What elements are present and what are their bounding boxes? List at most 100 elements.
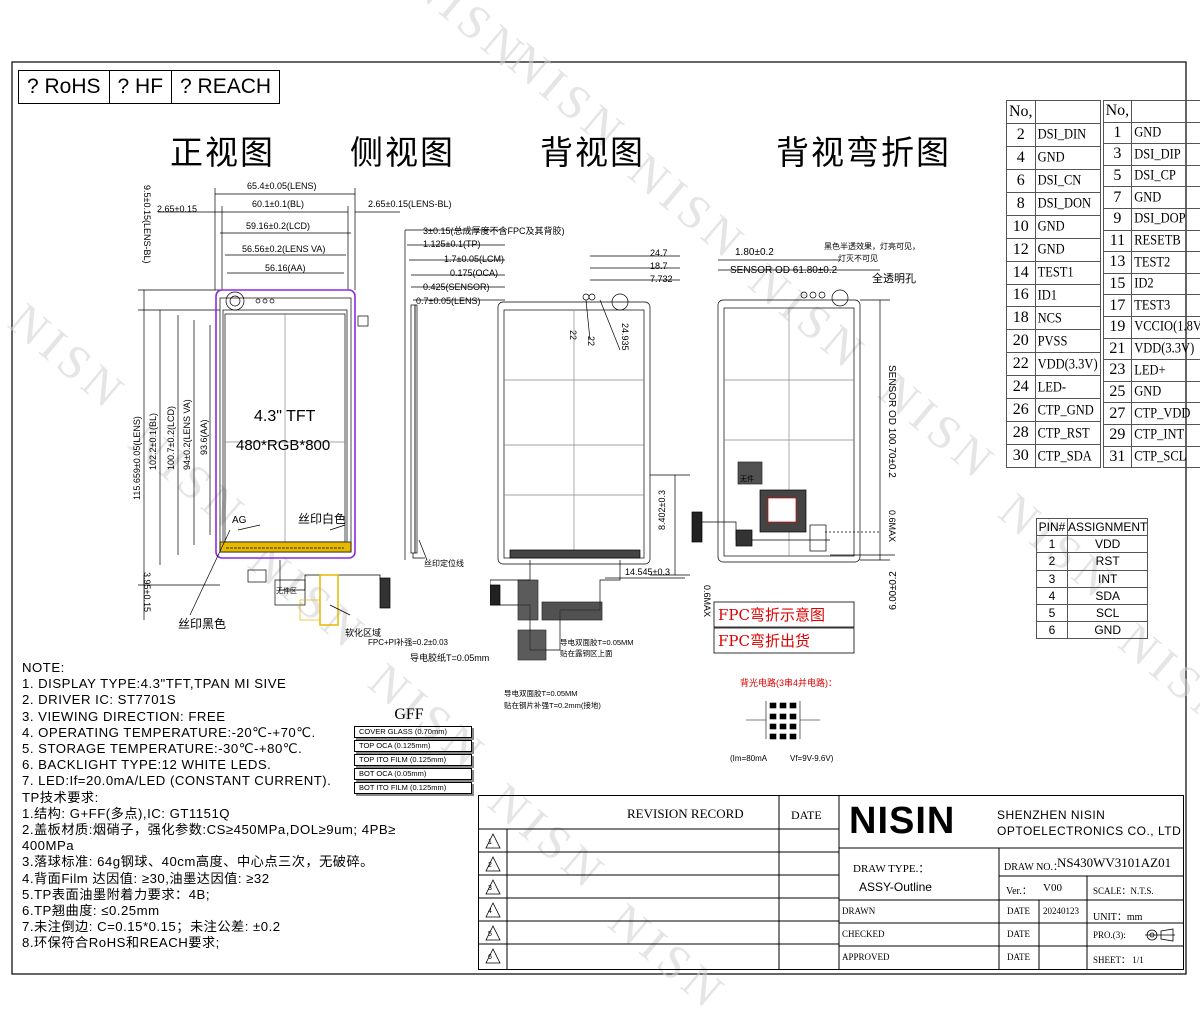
dim-lens-width: 65.4±0.05(LENS) [247, 181, 317, 191]
conductive-tape-label: 导电胶纸T=0.05mm [410, 653, 490, 663]
draw-type-value: ASSY-Outline [859, 880, 932, 894]
dim-back-24-935: 24.935 [620, 323, 630, 351]
revision-mark-4: 4 [488, 908, 492, 915]
draw-no-label: DRAW NO.： [1004, 862, 1064, 873]
pin-number: 12 [1006, 237, 1036, 262]
dim-back-7-732: 7.732 [650, 274, 673, 284]
dim-aa-height: 93.6(AA) [199, 419, 209, 455]
pin-number: 6 [1006, 168, 1036, 193]
bend-dim-top: 1.80±0.2 [735, 247, 774, 258]
dim-back-22-a: 22 [568, 330, 578, 341]
conductive-bottom-note: 贴在钢片补强T=0.2mm(接地) [504, 701, 601, 710]
pin-signal: VDD(3.3V) [1034, 350, 1101, 379]
back-bend-view-title: 背视弯折图 [776, 133, 951, 172]
assignment-signal: SDA [1066, 586, 1149, 605]
dim-lcd-width: 59.16±0.2(LCD) [246, 221, 310, 231]
pin-number: 28 [1006, 421, 1036, 446]
drawn-date-value: 20240123 [1043, 906, 1079, 916]
back-view-title: 背视图 [540, 133, 645, 172]
notes-section: NOTE:1. DISPLAY TYPE:4.3"TFT,TPAN MI SIV… [22, 660, 396, 952]
fpc-red-boxes [713, 601, 855, 654]
note-line: 4. OPERATING TEMPERATURE:-20℃-+70℃. [22, 724, 316, 740]
dim-bottom-margin: 3.95±0.15 [142, 572, 152, 612]
assignment-signal: INT [1066, 569, 1149, 588]
assignment-header: PIN#ASSIGNMENT [1036, 517, 1149, 537]
dim-back-24-7: 24.7 [650, 248, 668, 258]
backlight-circuit-label: 背光电路(3串4并电路)： [740, 678, 838, 688]
revision-date-header: DATE [791, 808, 822, 822]
dim-back-0-6max: 0.6MAX [702, 585, 712, 618]
assignment-pin: 6 [1036, 621, 1068, 640]
pin-number: 14 [1006, 260, 1036, 285]
approved-label: APPROVED [842, 952, 890, 962]
silk-black-label: 丝印黑色 [178, 617, 227, 631]
pin-number: 8 [1006, 191, 1036, 216]
company-name-line-1: SHENZHEN NISIN [997, 808, 1106, 822]
dim-left-margin: 2.65±0.15 [157, 204, 197, 214]
dim-right-margin: 2.65±0.15(LENS-BL) [368, 199, 452, 209]
dim-top-margin: 9.5±0.15(LENS-BL) [142, 185, 152, 264]
revision-mark-6: 6 [488, 954, 492, 961]
version-label: Ver.： [1006, 886, 1032, 897]
unit-label: UNIT：mm [1093, 912, 1143, 923]
gff-stackup: GFF COVER GLASS (0.70mm)TOP OCA (0.125mm… [348, 706, 472, 796]
draw-type-label: DRAW TYPE.： [853, 863, 930, 875]
assignment-signal: VDD [1066, 535, 1149, 554]
gff-layer: BOT ITO FILM (0.125mm) [354, 782, 472, 794]
bend-view-drawing [691, 259, 895, 563]
drawn-label: DRAWN [842, 906, 876, 916]
note-line: 3. VIEWING DIRECTION: FREE [22, 708, 226, 724]
revision-mark-5: 5 [488, 931, 492, 938]
assignment-header-pin: PIN# [1036, 517, 1068, 537]
bend-no-component-label: 无件 [740, 476, 754, 483]
pin-number: 30 [1006, 444, 1036, 469]
dim-lens-thickness: 0.7±0.05(LENS) [416, 296, 481, 306]
full-transparent-label: 全透明孔 [872, 272, 916, 285]
company-logo: NISIN [849, 800, 956, 842]
semi-transparent-label: 黑色半透效果，灯亮可见， [824, 242, 920, 251]
gff-layer: COVER GLASS (0.70mm) [354, 726, 472, 738]
bend-dim-right-2: 0.6MAX [887, 510, 897, 543]
pin-number: 10 [1006, 214, 1036, 239]
dim-lens-va-width: 56.56±0.2(LENS VA) [242, 244, 326, 254]
rohs-cert: ? RoHS [19, 71, 110, 103]
pin-signal: CTP_SCL [1131, 443, 1200, 470]
revision-record-header: REVISION RECORD [627, 806, 744, 821]
pin-number: 18 [1006, 306, 1036, 331]
pin-number: 21 [1102, 337, 1133, 361]
pin-number: 26 [1006, 398, 1036, 423]
assignment-header-name: ASSIGNMENT [1066, 517, 1149, 537]
note-line: 7. LED:If=20.0mA/LED (CONSTANT CURRENT). [22, 773, 332, 789]
backlight-current: (Im=80mA [730, 754, 768, 763]
company-name-line-2: OPTOELECTRONICS CO., LTD [997, 824, 1182, 838]
pin-table-header: No, [1102, 98, 1200, 125]
note-line: 6. BACKLIGHT TYPE:12 WHITE LEDS. [22, 757, 272, 773]
note-line: 8.环保符合RoHS和REACH要求; [22, 935, 220, 951]
pin-number: 27 [1102, 402, 1133, 425]
backlight-voltage: Vf=9V-9.6V) [790, 754, 834, 763]
pin-signal: TEST1 [1034, 258, 1101, 287]
pin-number: 22 [1006, 352, 1036, 377]
pin-number: 4 [1006, 145, 1036, 170]
note-line: 2. DRIVER IC: ST7701S [22, 692, 177, 708]
sheet-label: SHEET： 1/1 [1093, 955, 1144, 965]
pin-number: 1 [1102, 121, 1133, 145]
